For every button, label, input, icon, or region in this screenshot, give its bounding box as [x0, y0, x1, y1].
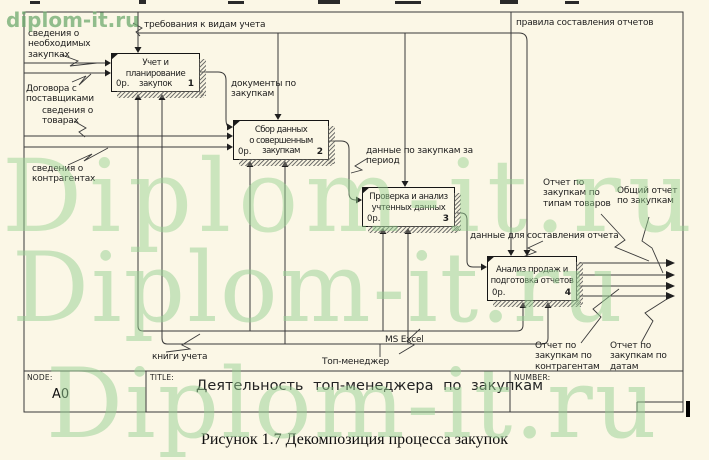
activity-title: Анализ продаж и подготовка отчетов: [490, 265, 574, 286]
box-shadow: [493, 300, 581, 307]
label-trebovaniya: требования к видам учета: [144, 20, 266, 30]
figure-caption: Рисунок 1.7 Декомпозиция процесса закупо…: [200, 431, 509, 448]
label-otchet-tipam: Отчет по закупкам по типам товаров: [543, 178, 611, 209]
page-remnant: [565, 1, 579, 4]
frame-border: [23, 11, 684, 413]
box-fold-icon: [111, 53, 119, 60]
activity-title: Учет и планирование закупок: [125, 58, 186, 90]
page-remnant: [228, 1, 244, 4]
label-svedeniya-kontragenty: сведения о контрагентах: [32, 164, 96, 185]
activity-cost: 0р.: [492, 288, 506, 298]
box-shadow: [368, 226, 459, 233]
page-remnant: [139, 0, 146, 4]
page-remnant: [30, 1, 40, 4]
box-shadow: [239, 159, 333, 166]
activity-cost: 0р.: [367, 214, 381, 224]
activity-title: Проверка и анализ учтенных данных: [369, 192, 448, 213]
callout-zigzags: [61, 22, 668, 357]
label-otchet-kontragentam: Отчет по закупкам по контрагентам: [535, 341, 600, 372]
activity-number: 1: [187, 79, 194, 89]
label-knigi-ucheta: книги учета: [152, 352, 208, 362]
box-fold-icon: [362, 187, 370, 194]
mechanism-rails: [137, 96, 549, 345]
box-fold-icon: [233, 120, 241, 127]
label-dogovora: Договора с поставщиками: [26, 84, 94, 105]
label-dokumenty: документы по закупкам: [231, 79, 296, 100]
label-dannye-period: данные по закупкам за период: [366, 146, 473, 167]
label-svedeniya-tovary: сведения о товарах: [42, 106, 94, 127]
page-remnant: [318, 0, 340, 4]
box-shadow: [328, 126, 335, 164]
box-fold-icon: [487, 256, 495, 263]
input-arrows: [24, 62, 483, 268]
activity-box-2: Сбор данных о совершенным закупкам 0р. 2: [233, 120, 335, 166]
label-dannye-otchet: данные для составления отчета: [470, 231, 619, 241]
label-obshchiy-otchet: Общий отчет по закупкам: [617, 186, 678, 207]
activity-cost: 0р.: [238, 147, 252, 157]
label-otchet-datam: Отчет по закупкам по датам: [610, 341, 667, 372]
label-svedeniya-zakupki: сведения о необходимых закупках: [28, 29, 91, 60]
activity-number: 4: [564, 288, 571, 298]
output-arrows: [579, 262, 667, 297]
activity-number: 2: [316, 147, 323, 157]
node-value: A0: [52, 387, 70, 402]
page-remnant: [500, 0, 518, 4]
box-shadow: [454, 193, 461, 231]
label-ms-excel: MS Excel: [385, 335, 424, 345]
label-top-manager: Топ-менеджер: [322, 357, 390, 367]
box-shadow: [576, 262, 583, 305]
activity-box-3: Проверка и анализ учтенных данных 0р. 3: [362, 187, 461, 233]
page-remnant: [395, 1, 421, 4]
activity-title: Сбор данных о совершенным закупкам: [249, 125, 313, 157]
box-shadow: [199, 59, 206, 96]
diagram-title: Деятельность топ-менеджера по закупкам: [196, 378, 544, 394]
box-shadow: [117, 91, 204, 98]
label-pravila: правила составления отчетов: [516, 18, 654, 28]
number-label: NUMBER:: [514, 373, 551, 382]
activity-number: 3: [442, 214, 449, 224]
activity-box-4: Анализ продаж и подготовка отчетов 0р. 4: [487, 256, 583, 307]
text-cursor: [686, 401, 690, 417]
node-label: NODE:: [27, 373, 53, 382]
activity-box-1: Учет и планирование закупок 0р. 1: [111, 53, 206, 98]
title-label: TITLE:: [150, 373, 175, 382]
activity-cost: 0р.: [116, 79, 130, 89]
control-arrows: [137, 12, 528, 253]
